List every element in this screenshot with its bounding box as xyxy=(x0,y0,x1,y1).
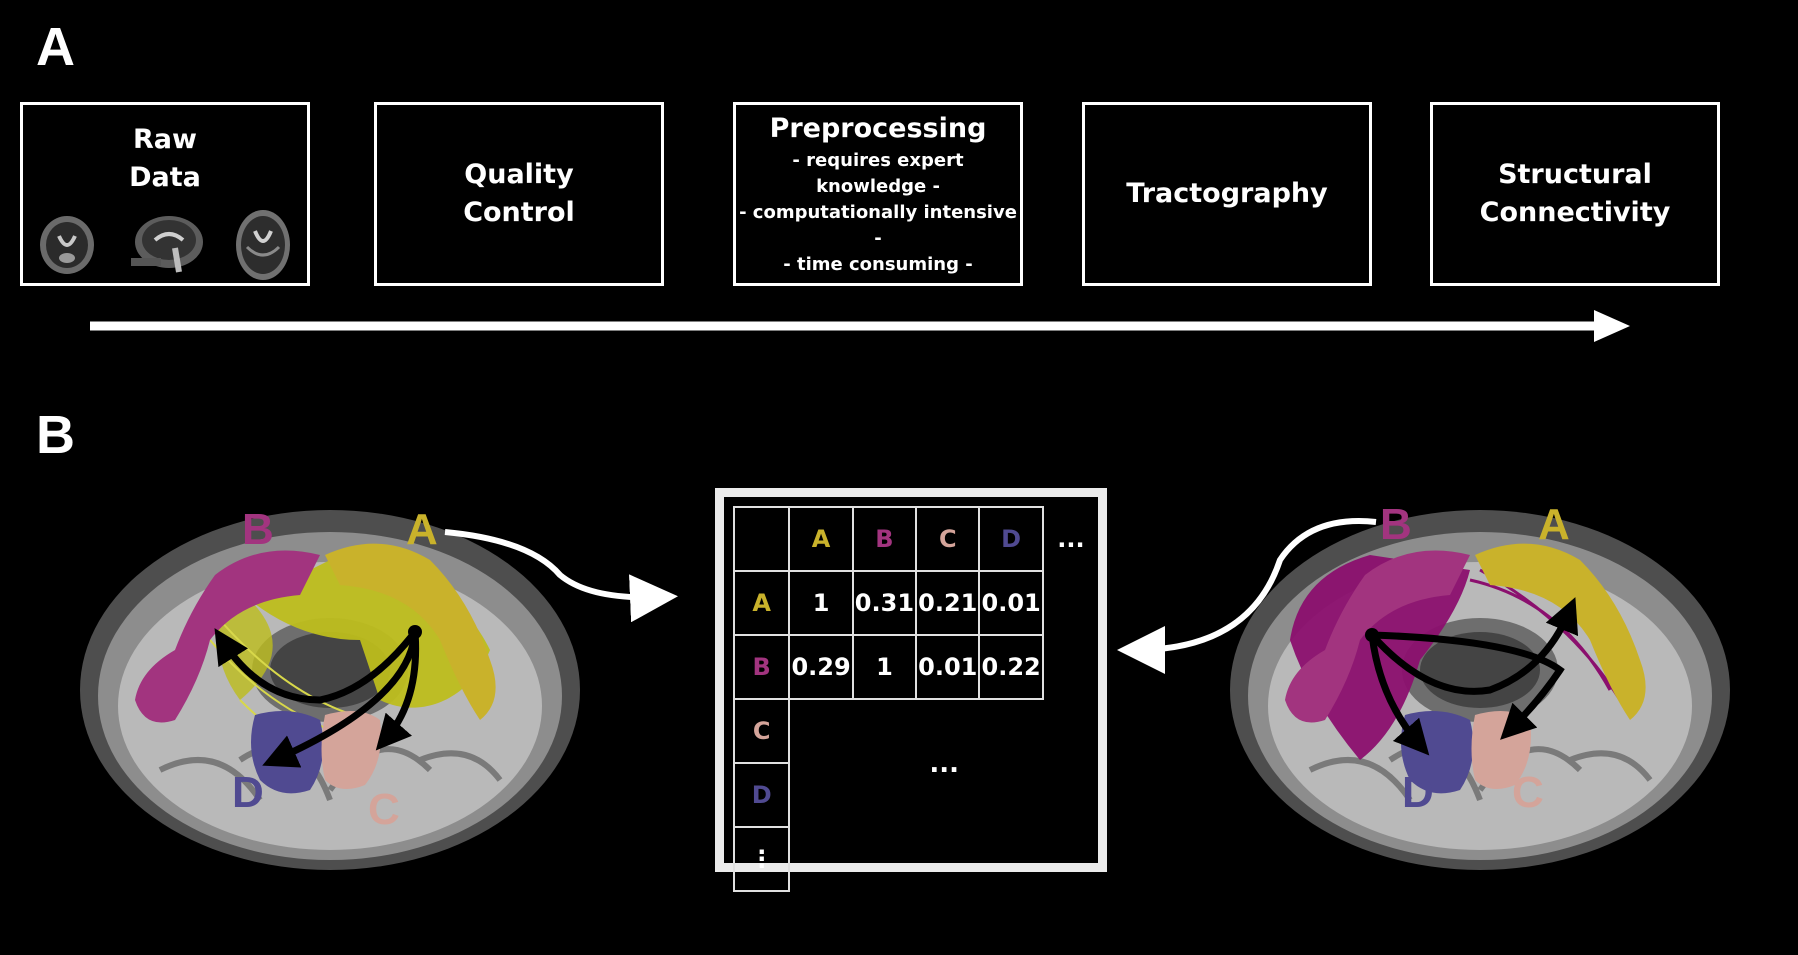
pipeline-step-quality-control: Quality Control xyxy=(374,102,664,286)
matrix-cell: 1 xyxy=(788,570,854,636)
step-title: Tractography xyxy=(1126,178,1328,209)
right-label-c: C xyxy=(1512,768,1544,817)
matrix-cell: 0.01 xyxy=(915,634,981,700)
connectivity-matrix: A B C D ... A 1 0.31 0.21 0.01 B 0.29 1 … xyxy=(715,488,1107,892)
matrix-row: A 1 0.31 0.21 0.01 xyxy=(732,570,1098,636)
matrix-row: ⋮ xyxy=(732,826,1098,892)
left-black-arrows xyxy=(214,625,422,768)
matrix-row-header: B xyxy=(732,634,791,700)
panel-b-label: B xyxy=(36,405,75,465)
matrix-col-ellipsis: ... xyxy=(1057,525,1085,553)
matrix-corner xyxy=(732,506,791,572)
left-to-matrix-arrow xyxy=(444,529,678,623)
matrix-blank xyxy=(1043,571,1098,635)
matrix-cell: 1 xyxy=(851,634,918,700)
matrix-cell: 0.29 xyxy=(788,634,854,700)
right-black-arrows xyxy=(1365,597,1579,756)
matrix-row-header: A xyxy=(732,570,791,636)
coronal-scan-icon xyxy=(40,216,94,274)
left-label-a: A xyxy=(406,505,438,554)
matrix-blank xyxy=(1043,635,1098,699)
step-title: Preprocessing xyxy=(769,113,987,144)
axial-scan-icon xyxy=(236,210,290,280)
left-region-a xyxy=(325,543,496,720)
step-detail: - time consuming - xyxy=(783,254,973,275)
pipeline-step-tractography: Tractography xyxy=(1082,102,1372,286)
panel-a-label: A xyxy=(36,17,75,77)
step-detail: - requires expert knowledge - xyxy=(792,150,964,197)
right-label-a: A xyxy=(1538,500,1570,549)
matrix-row: B 0.29 1 0.01 0.22 xyxy=(732,634,1098,700)
matrix-row: D xyxy=(732,762,1098,828)
matrix-cell: 0.01 xyxy=(978,570,1044,636)
sagittal-scan-icon xyxy=(131,216,203,273)
matrix-table: A B C D ... A 1 0.31 0.21 0.01 B 0.29 1 … xyxy=(732,506,1098,892)
step-title: Quality Control xyxy=(463,159,575,228)
pipeline-step-structural-connectivity: Structural Connectivity xyxy=(1430,102,1720,286)
matrix-col-header: C xyxy=(915,506,981,572)
raw-scans xyxy=(37,207,293,283)
matrix-header-row: A B C D ... xyxy=(732,506,1098,572)
step-title: Structural Connectivity xyxy=(1479,159,1671,228)
matrix-blank xyxy=(789,827,1098,891)
step-title: Raw Data xyxy=(129,124,201,193)
pipeline-step-raw-data: Raw Data xyxy=(20,102,310,286)
right-region-a xyxy=(1475,543,1646,720)
right-region-b xyxy=(1285,550,1470,723)
left-region-b xyxy=(135,550,320,723)
matrix-row-header: C xyxy=(732,698,791,764)
left-label-d: D xyxy=(232,768,264,817)
right-to-matrix-arrow xyxy=(1117,518,1377,674)
matrix-col-header: A xyxy=(788,506,854,572)
left-label-b: B xyxy=(242,505,274,554)
step-detail: - computationally intensive - xyxy=(739,202,1017,249)
right-label-b: B xyxy=(1380,500,1412,549)
matrix-cell: 0.31 xyxy=(851,570,918,636)
matrix-ellipsis: ... xyxy=(929,748,959,779)
pipeline-arrow xyxy=(90,310,1630,342)
matrix-row: C ... xyxy=(732,698,1098,779)
matrix-cell: 0.22 xyxy=(978,634,1044,700)
matrix-col-header: B xyxy=(851,506,918,572)
matrix-row-header: D xyxy=(732,762,791,828)
left-label-c: C xyxy=(368,785,400,834)
right-label-d: D xyxy=(1402,768,1434,817)
matrix-cell: 0.21 xyxy=(915,570,981,636)
matrix-col-header: D xyxy=(978,506,1044,572)
matrix-row-header: ⋮ xyxy=(732,826,791,892)
pipeline-step-preprocessing: Preprocessing - requires expert knowledg… xyxy=(733,102,1023,286)
